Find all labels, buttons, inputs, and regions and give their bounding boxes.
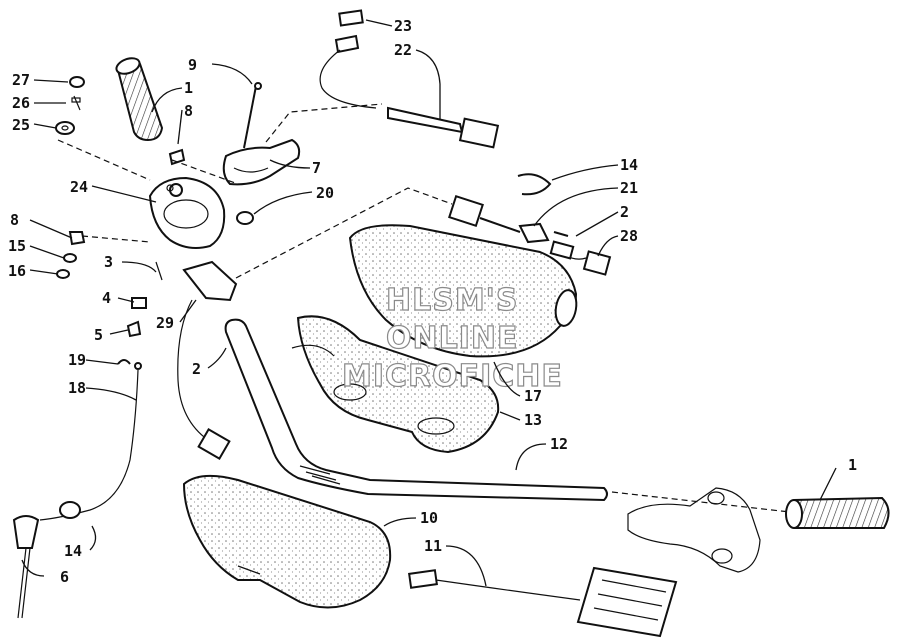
- callout-2-left: 2: [192, 360, 201, 378]
- callout-8-lower: 8: [10, 211, 19, 229]
- callout-3: 3: [104, 253, 113, 271]
- callout-17: 17: [524, 387, 542, 405]
- callout-5: 5: [94, 326, 103, 344]
- watermark-line-2: ONLINE: [386, 321, 519, 356]
- watermark-line-1: HLSM'S: [386, 283, 518, 318]
- handlebar: [224, 318, 608, 502]
- callout-29: 29: [156, 314, 174, 332]
- throttle-cable: [12, 359, 142, 619]
- callout-labels: 27 26 25 1 8 9 24 8 15 16 3 4 5 29 19 18…: [8, 17, 857, 586]
- small-hardware-left: [56, 231, 163, 338]
- callout-23: 23: [394, 17, 412, 35]
- cap-washer-stack: [55, 76, 85, 135]
- callout-18: 18: [68, 379, 86, 397]
- callout-11: 11: [424, 537, 442, 555]
- callout-24: 24: [70, 178, 88, 196]
- handlebar-pad: [348, 224, 578, 358]
- callout-14-left: 14: [64, 542, 82, 560]
- lever-bracket: [177, 260, 238, 461]
- callout-14-right: 14: [620, 156, 638, 174]
- callout-16: 16: [8, 262, 26, 280]
- callout-28: 28: [620, 227, 638, 245]
- callout-8-upper: 8: [184, 102, 193, 120]
- throttle-bracket: [168, 82, 301, 225]
- watermark-line-3: MICROFICHE: [342, 359, 563, 394]
- callout-1-left-grip: 1: [184, 79, 193, 97]
- pad-bracket: [291, 315, 500, 454]
- callout-12: 12: [550, 435, 568, 453]
- watermark: HLSM'S ONLINE MICROFICHE: [341, 282, 563, 394]
- callout-2-right: 2: [620, 203, 629, 221]
- switch-housing: [148, 176, 226, 249]
- callout-13: 13: [524, 411, 542, 429]
- left-grip: [115, 57, 164, 142]
- crossbar-pad: [182, 474, 392, 609]
- callout-15: 15: [8, 237, 26, 255]
- right-switch-assembly: [448, 173, 612, 276]
- callout-26: 26: [12, 94, 30, 112]
- callout-4: 4: [102, 289, 111, 307]
- callout-19: 19: [68, 351, 86, 369]
- callout-27: 27: [12, 71, 30, 89]
- callout-20: 20: [316, 184, 334, 202]
- callout-25: 25: [12, 116, 30, 134]
- callout-9: 9: [188, 56, 197, 74]
- callout-7: 7: [312, 159, 321, 177]
- leader-lines: [21, 19, 837, 587]
- callout-6: 6: [60, 568, 69, 586]
- wiring-harness: [319, 9, 500, 149]
- throttle-housing-right: [627, 487, 761, 573]
- assembly-guide-lines: [57, 103, 791, 513]
- right-grip: [785, 496, 890, 529]
- heater-element: [408, 566, 678, 638]
- callout-22: 22: [394, 41, 412, 59]
- callout-1-right-grip: 1: [848, 456, 857, 474]
- callout-21: 21: [620, 179, 638, 197]
- callout-10: 10: [420, 509, 438, 527]
